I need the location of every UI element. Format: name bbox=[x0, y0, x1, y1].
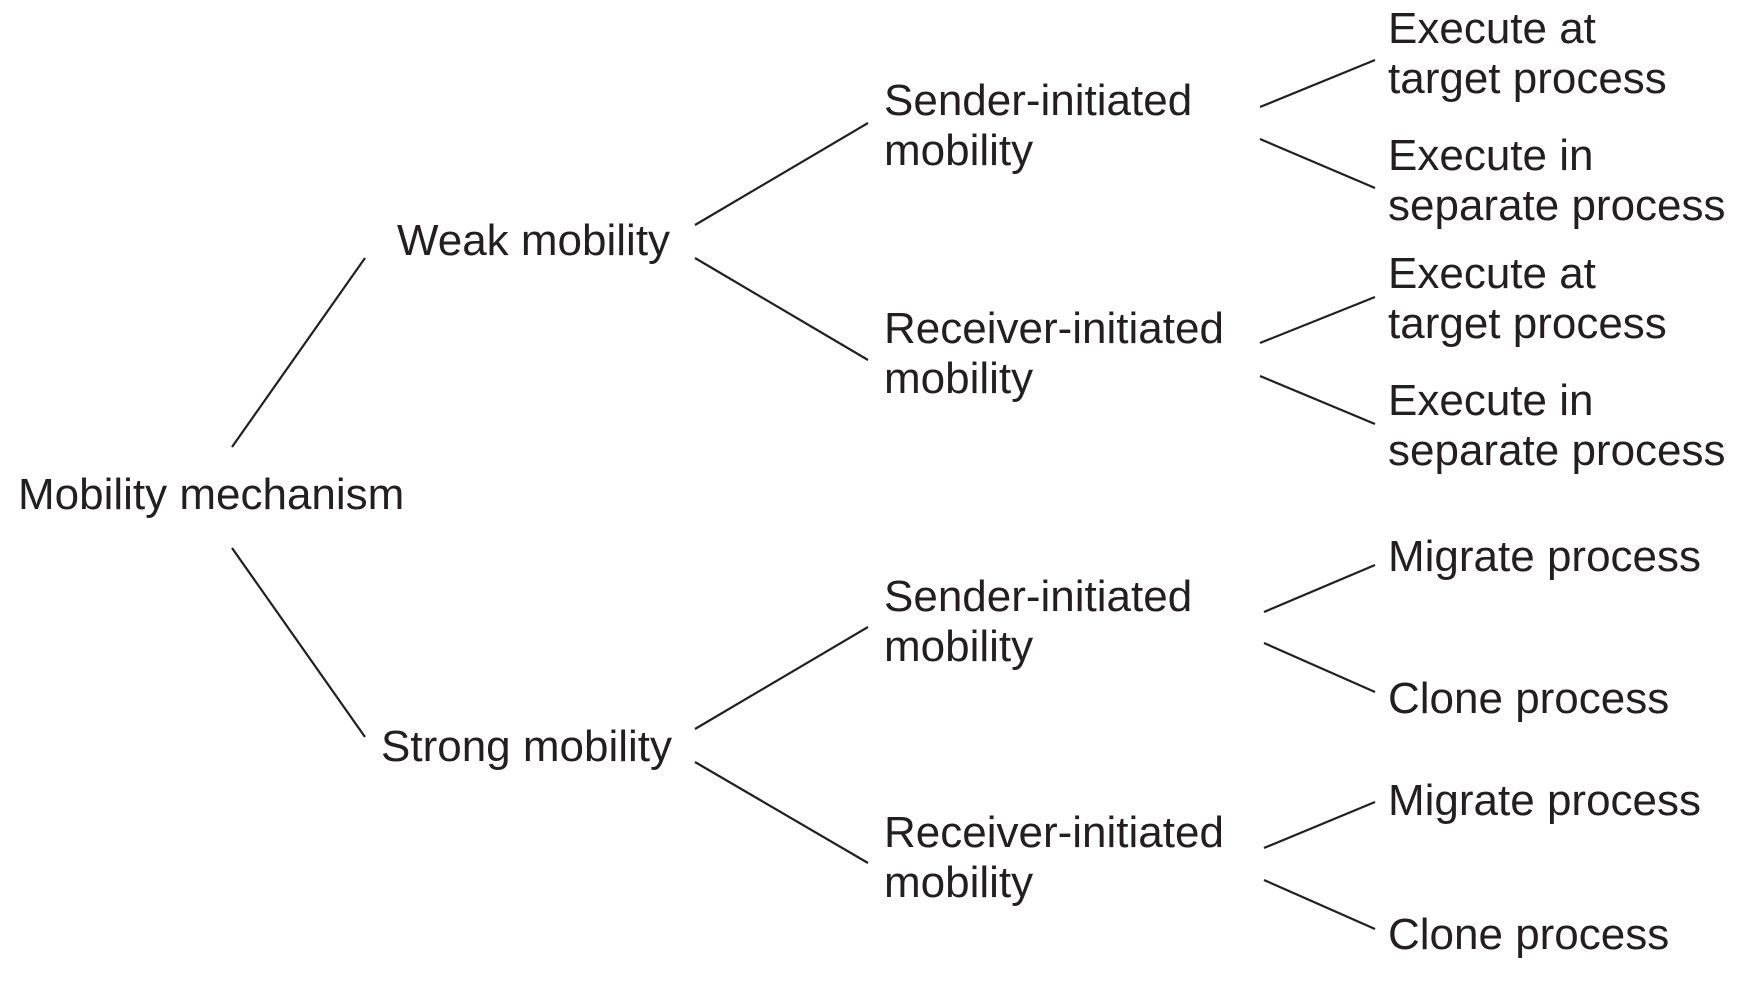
leaf-line: Clone process bbox=[1388, 674, 1670, 723]
leaf-line: separate process bbox=[1388, 426, 1726, 475]
weak-sender-initiated-label: Sender-initiated mobility bbox=[884, 76, 1192, 176]
leaf-clone-process-2: Clone process bbox=[1388, 910, 1669, 960]
edge-wr-leaf1 bbox=[1259, 295, 1376, 345]
root-node-label: Mobility mechanism bbox=[18, 470, 405, 519]
leaf-line: Execute in bbox=[1388, 376, 1594, 425]
leaf-execute-in-separate-1: Execute in separate process bbox=[1388, 131, 1726, 231]
leaf-line: Execute at bbox=[1388, 4, 1596, 53]
strong-receiver-line-2: mobility bbox=[884, 858, 1034, 907]
strong-receiver-line-1: Receiver-initiated bbox=[884, 808, 1224, 857]
leaf-line: Execute at bbox=[1388, 249, 1596, 298]
edge-root-strong bbox=[231, 547, 366, 738]
leaf-migrate-process-1: Migrate process bbox=[1388, 532, 1701, 582]
strong-mobility-label: Strong mobility bbox=[381, 722, 673, 771]
edge-sr-leaf2 bbox=[1263, 878, 1376, 931]
weak-mobility-label: Weak mobility bbox=[397, 216, 671, 265]
leaf-line: target process bbox=[1388, 299, 1667, 348]
weak-sender-line-1: Sender-initiated bbox=[884, 76, 1193, 125]
leaf-line: Migrate process bbox=[1388, 776, 1702, 825]
edge-ss-leaf1 bbox=[1263, 563, 1376, 614]
edge-ws-leaf1 bbox=[1259, 58, 1376, 109]
leaf-execute-in-separate-2: Execute in separate process bbox=[1388, 376, 1726, 476]
edge-wr-leaf2 bbox=[1259, 374, 1376, 426]
weak-receiver-line-2: mobility bbox=[884, 354, 1034, 403]
leaf-line: separate process bbox=[1388, 181, 1726, 230]
leaf-clone-process-1: Clone process bbox=[1388, 674, 1669, 724]
edge-sr-leaf1 bbox=[1263, 800, 1376, 850]
edge-weak-sender bbox=[694, 122, 869, 226]
strong-receiver-initiated-label: Receiver-initiated mobility bbox=[884, 808, 1224, 908]
weak-sender-line-2: mobility bbox=[884, 126, 1034, 175]
strong-sender-initiated-label: Sender-initiated mobility bbox=[884, 572, 1192, 672]
leaf-line: Execute in bbox=[1388, 131, 1594, 180]
weak-receiver-line-1: Receiver-initiated bbox=[884, 304, 1224, 353]
edge-strong-sender bbox=[694, 626, 869, 730]
strong-sender-line-1: Sender-initiated bbox=[884, 572, 1193, 621]
leaf-line: Migrate process bbox=[1388, 532, 1702, 581]
leaf-line: target process bbox=[1388, 54, 1667, 103]
leaf-execute-at-target-1: Execute at target process bbox=[1388, 4, 1667, 104]
edge-strong-receiver bbox=[694, 761, 869, 864]
leaf-line: Clone process bbox=[1388, 910, 1670, 959]
leaf-execute-at-target-2: Execute at target process bbox=[1388, 249, 1667, 349]
weak-receiver-initiated-label: Receiver-initiated mobility bbox=[884, 304, 1224, 404]
edge-root-weak bbox=[231, 257, 366, 448]
strong-sender-line-2: mobility bbox=[884, 622, 1034, 671]
edge-weak-receiver bbox=[694, 257, 869, 361]
edge-ws-leaf2 bbox=[1259, 137, 1376, 190]
leaf-migrate-process-2: Migrate process bbox=[1388, 776, 1701, 826]
edge-ss-leaf2 bbox=[1263, 641, 1376, 694]
